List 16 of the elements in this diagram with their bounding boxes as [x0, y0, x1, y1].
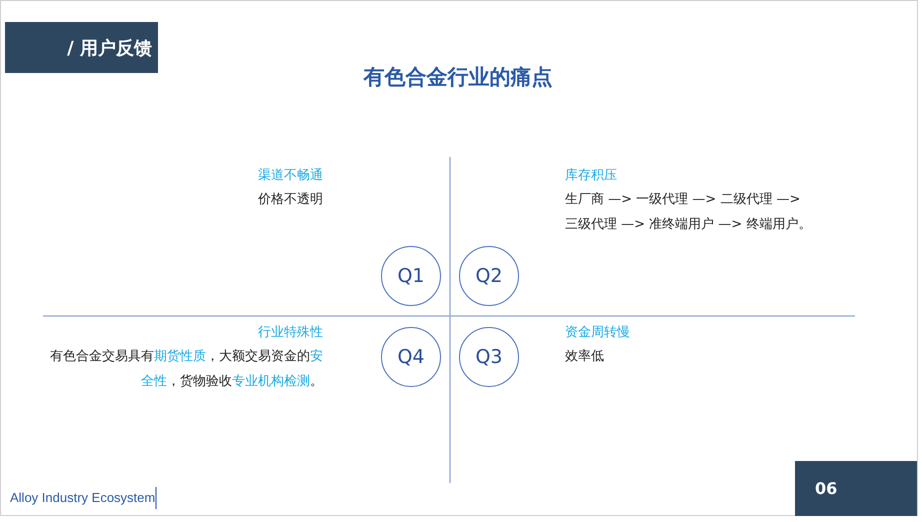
quadrant-heading: 库存积压 — [565, 167, 618, 185]
quadrant-circle: Q4 — [381, 327, 441, 387]
quadrant-circle: Q1 — [381, 246, 441, 306]
quadrant-circle: Q2 — [459, 246, 519, 306]
title: 有色合金行业的痛点 — [362, 64, 554, 91]
quadrant-text: 价格不透明 — [257, 191, 323, 209]
quadrant-heading: 行业特殊性 — [257, 324, 323, 342]
quadrant-text: 有色合金交易具有期货性质，大额交易资金的安全性，货物验收专业机构检测。 — [49, 348, 323, 391]
quadrant-text: 效率低 — [565, 348, 605, 366]
quadrant-text: 生厂商 —> 一级代理 —> 二级代理 —> 三级代理 —> 准终端用户 —> 终端用户。 — [565, 191, 812, 234]
footer-text: Alloy Industry Ecosystem — [10, 489, 155, 507]
quadrant-heading: 渠道不畅通 — [257, 167, 323, 185]
section-tab: / 用户反馈 — [5, 22, 158, 73]
quadrant-heading: 资金周转慢 — [565, 324, 631, 342]
quadrant-circle: Q3 — [459, 327, 519, 387]
page-number-box: 06 — [795, 461, 917, 516]
